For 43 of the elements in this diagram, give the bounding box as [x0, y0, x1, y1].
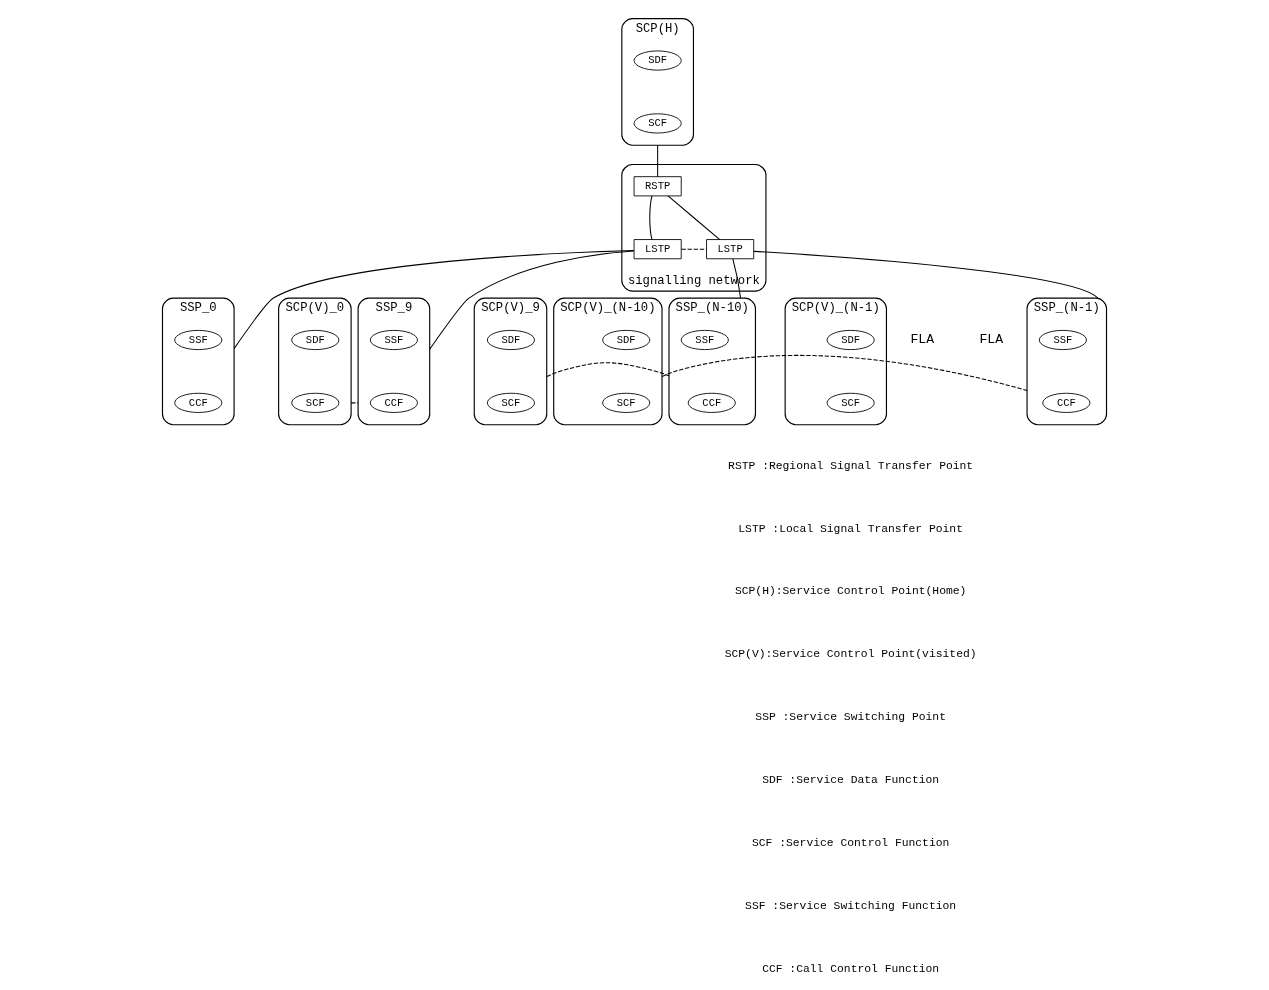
node-ellipse: SCF: [633, 113, 682, 134]
node-ellipse: SDF: [602, 329, 651, 351]
node-ellipse: CCF: [174, 392, 223, 413]
connector: [649, 195, 653, 241]
connector: [667, 195, 721, 241]
connector: [350, 402, 359, 404]
label: RSTP :Regional Signal Transfer Point: [728, 459, 974, 472]
connector: [657, 144, 659, 178]
connector: [233, 250, 635, 350]
node-ellipse: SCF: [486, 392, 535, 413]
label: SSF :Service Switching Function: [745, 899, 957, 912]
node-ellipse: SDF: [633, 50, 682, 71]
label: SDF :Service Data Function: [762, 774, 940, 787]
node-ellipse: CCF: [369, 392, 418, 413]
connector: [661, 354, 1028, 392]
label: SCP(H):Service Control Point(Home): [734, 585, 967, 598]
connector: [732, 258, 742, 299]
node-ellipse: SCF: [602, 392, 651, 413]
node-ellipse: SSF: [174, 329, 223, 351]
node-ellipse: SSF: [369, 329, 418, 351]
connector: [680, 248, 708, 250]
node-ellipse: CCF: [687, 392, 736, 413]
node-box: LSTP: [633, 239, 682, 260]
label: LSTP :Local Signal Transfer Point: [738, 522, 963, 535]
connector: [546, 362, 670, 378]
node-box: RSTP: [633, 176, 682, 197]
node-ellipse: SCF: [291, 392, 340, 413]
label: CCF :Call Control Function: [762, 962, 940, 975]
node-box: LSTP: [706, 239, 755, 260]
label: SSP :Service Switching Point: [755, 711, 946, 724]
node-ellipse: SDF: [486, 329, 535, 351]
label: SCP(V):Service Control Point(visited): [724, 648, 977, 661]
node-ellipse: SDF: [291, 329, 340, 351]
node-ellipse: SDF: [826, 329, 875, 351]
label: FLA: [979, 332, 1004, 348]
label: SCF :Service Control Function: [751, 836, 950, 849]
node-ellipse: CCF: [1042, 392, 1091, 413]
node-ellipse: SCF: [826, 392, 875, 413]
label: FLA: [910, 332, 935, 348]
connector: [429, 250, 635, 350]
connector: [753, 250, 1099, 299]
node-ellipse: SSF: [680, 329, 729, 351]
node-ellipse: SSF: [1038, 329, 1087, 351]
